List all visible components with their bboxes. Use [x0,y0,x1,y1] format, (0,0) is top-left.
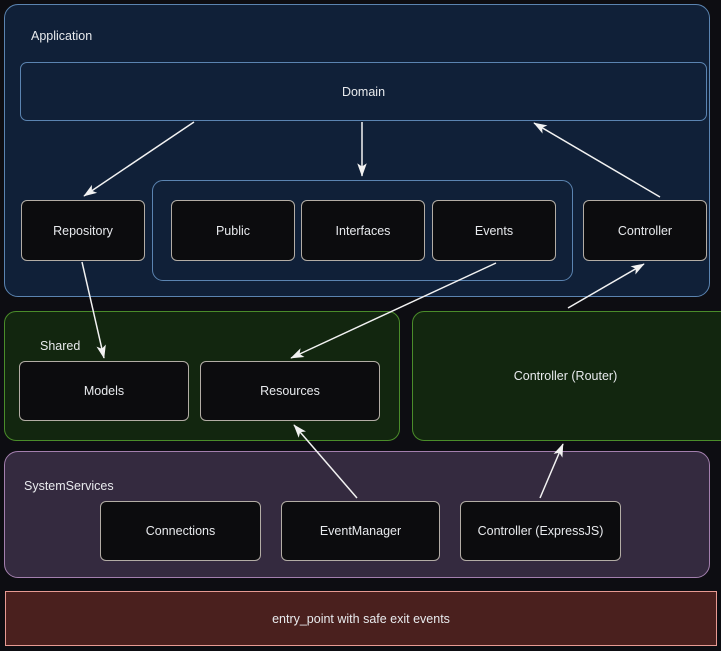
node-controller-expressjs-label: Controller (ExpressJS) [477,524,604,538]
node-resources-label: Resources [260,384,320,398]
node-controller-router-label: Controller (Router) [513,369,618,383]
node-models-label: Models [83,384,125,398]
node-controller[interactable]: Controller [583,200,707,261]
node-public-label: Public [215,223,251,238]
node-repository-label: Repository [53,223,113,238]
entry-point-label: entry_point with safe exit events [272,611,450,626]
node-events[interactable]: Events [432,200,556,261]
node-domain-label: Domain [341,84,386,99]
node-public[interactable]: Public [171,200,295,261]
node-interfaces[interactable]: Interfaces [301,200,425,261]
node-resources[interactable]: Resources [200,361,380,421]
node-controller-label: Controller [617,223,673,238]
node-eventmanager[interactable]: EventManager [281,501,440,561]
node-interfaces-label: Interfaces [335,223,391,238]
node-models[interactable]: Models [19,361,189,421]
layer-application-label: Application [31,29,93,43]
node-eventmanager-label: EventManager [319,524,402,538]
node-controller-expressjs[interactable]: Controller (ExpressJS) [460,501,621,561]
entry-point-bar[interactable] [5,591,717,646]
layer-systemservices-label: SystemServices [24,479,114,493]
node-domain[interactable] [20,62,707,121]
layer-shared-label: Shared [40,339,81,353]
node-connections[interactable]: Connections [100,501,261,561]
node-repository[interactable]: Repository [21,200,145,261]
node-connections-label: Connections [145,524,216,538]
node-events-label: Events [474,223,514,238]
